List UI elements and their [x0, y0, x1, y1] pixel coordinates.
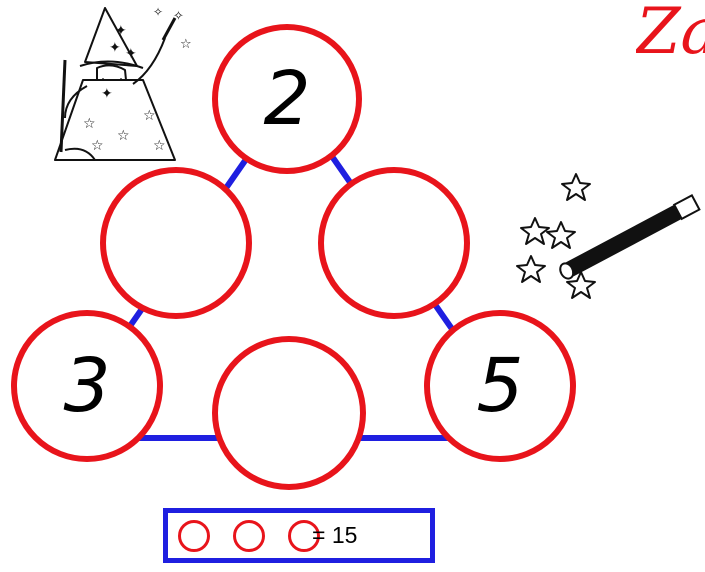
- svg-text:☆: ☆: [180, 37, 192, 52]
- star-icon: [516, 255, 546, 283]
- svg-text:✦: ✦: [115, 23, 127, 39]
- svg-text:✧: ✧: [173, 9, 184, 24]
- svg-text:☆: ☆: [117, 128, 130, 144]
- star-icon: [566, 271, 596, 299]
- svg-text:☆: ☆: [83, 116, 96, 132]
- svg-text:☆: ☆: [143, 108, 156, 124]
- circle-bottom-right[interactable]: [424, 310, 576, 462]
- circle-top[interactable]: [212, 24, 362, 174]
- circle-mid-right[interactable]: [318, 167, 470, 319]
- svg-text:☆: ☆: [153, 138, 166, 154]
- star-icon: [561, 173, 591, 201]
- circle-bottom-middle-value: [214, 338, 364, 488]
- circle-bottom-left-value: 3: [63, 343, 111, 429]
- circle-bottom-right-value: 5: [476, 343, 524, 429]
- svg-text:✦: ✦: [125, 46, 137, 62]
- star-icon: [546, 221, 576, 249]
- svg-text:✦: ✦: [101, 86, 113, 102]
- wizard-illustration: ✦ ✦ ✦ ✦ ☆ ☆ ☆ ☆ ☆ ✧ ☆ ✧: [54, 5, 192, 161]
- circle-mid-right-value: [319, 168, 469, 318]
- rule-circle-icon: [233, 520, 265, 552]
- circle-bottom-left[interactable]: [11, 310, 163, 462]
- sum-rule-text: = 15: [312, 522, 358, 548]
- sum-rule-box: = 15: [163, 508, 435, 563]
- svg-text:✧: ✧: [153, 5, 163, 19]
- circle-bottom-middle[interactable]: [212, 336, 366, 490]
- circle-mid-left[interactable]: [100, 167, 252, 319]
- page-title: Za: [636, 0, 705, 69]
- rule-circle-icon: [178, 520, 210, 552]
- svg-text:☆: ☆: [91, 138, 104, 154]
- rule-circle-icon: [288, 520, 320, 552]
- star-icon: [520, 217, 550, 245]
- svg-text:✦: ✦: [109, 40, 121, 56]
- circle-top-value: 2: [263, 56, 311, 142]
- magic-wand-icon: [516, 173, 701, 299]
- circle-mid-left-value: [101, 168, 251, 318]
